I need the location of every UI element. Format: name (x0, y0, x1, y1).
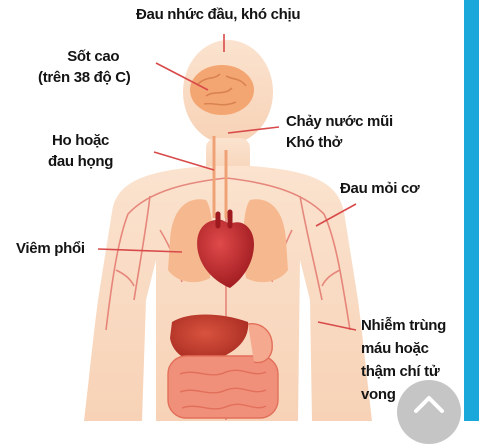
label-headache: Đau nhức đầu, khó chịu (136, 4, 300, 25)
label-runny-nose: Chảy nước mũi Khó thở (286, 111, 393, 153)
accent-side-bar (464, 0, 479, 421)
chevron-up-icon (413, 394, 445, 414)
cough-leader (154, 152, 214, 170)
body-diagram: Đau nhức đầu, khó chịu Sốt cao (trên 38 … (0, 0, 479, 421)
label-pneumonia: Viêm phổi (16, 238, 85, 259)
label-fever: Sốt cao (trên 38 độ C) (38, 46, 130, 88)
label-cough: Ho hoặc đau họng (48, 130, 113, 172)
brain (190, 65, 254, 115)
scroll-to-top-button[interactable] (397, 380, 461, 444)
label-muscle-pain: Đau mỏi cơ (340, 178, 419, 199)
